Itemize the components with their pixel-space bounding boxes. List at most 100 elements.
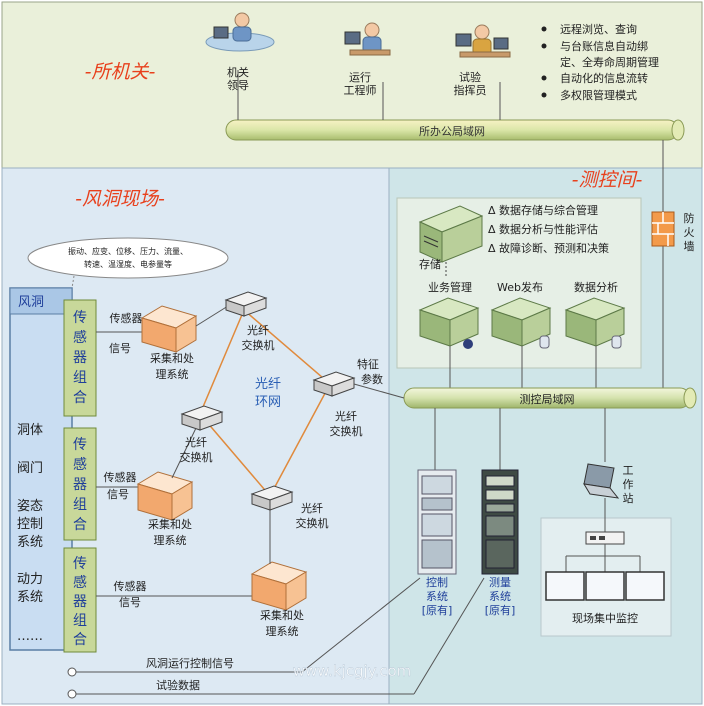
desk-icon <box>349 49 391 56</box>
switch-label: 光纤 <box>301 501 323 515</box>
fiber-switch-1: 光纤 交换机 <box>224 291 275 352</box>
person-engineer-label-1: 运行 <box>349 71 371 84</box>
acquisition-box-2: 采集和处 理系统 <box>136 471 194 547</box>
tunnel-item: …… <box>17 629 43 644</box>
tunnel-title: 风洞 <box>18 295 44 310</box>
wind-tunnel-column: 风洞 洞体 阀门 姿态 控制 系统 动力 系统 …… <box>9 287 73 651</box>
acquisition-label: 采集和处 <box>148 517 192 531</box>
person-engineer: 运行 工程师 <box>344 22 391 120</box>
switch-label: 光纤 <box>335 409 357 423</box>
measurement-rack-label-1: 测量 <box>489 576 511 589</box>
acquisition-label: 理系统 <box>154 534 187 547</box>
firewall-label: 防 <box>684 211 695 225</box>
database-icon <box>539 335 550 349</box>
office-lan-pipe: 所办公局域网 <box>225 119 685 141</box>
institute-title: -所机关- <box>85 61 156 83</box>
sensor-group-char: 器 <box>73 477 87 493</box>
sensor-group-3: 传 感 器 组 合 <box>63 547 97 653</box>
screen-icon <box>545 571 585 601</box>
workstation: 工 作 站 <box>583 463 634 505</box>
control-rack-label-1: 控制 <box>426 575 448 589</box>
sensor-group-char: 合 <box>73 632 87 648</box>
measurement-system-rack: 测量 系统 [原有] <box>481 469 519 617</box>
feature-item: 多权限管理模式 <box>560 88 637 102</box>
monitor-screens <box>545 571 665 601</box>
storage-label: 存储 <box>419 257 441 271</box>
sensor-signal-label: 信号 <box>119 596 141 609</box>
acquisition-label: 理系统 <box>266 625 299 638</box>
control-lan-pipe: 测控局域网 <box>403 387 697 409</box>
screen-icon <box>625 571 665 601</box>
business-server: 业务管理 <box>418 280 480 388</box>
sensor-signal-label: 传感器 <box>114 580 147 593</box>
control-system-rack: 控制 系统 [原有] <box>417 469 457 617</box>
fiber-switch-3: 光纤 交换机 <box>180 405 224 464</box>
sensor-group-2: 传 感 器 组 合 <box>63 427 97 541</box>
fiber-switch-2: 光纤 交换机 <box>312 371 363 438</box>
monitor-icon <box>455 33 472 47</box>
acquisition-label: 理系统 <box>156 368 189 381</box>
person-engineer-label-2: 工程师 <box>344 84 377 97</box>
switch-label: 交换机 <box>330 424 363 438</box>
sensor-signal-label: 传感器 <box>104 471 137 484</box>
desk-icon <box>459 51 511 58</box>
tunnel-item: 洞体 <box>17 423 43 438</box>
storage-server: 存储 <box>418 205 484 278</box>
feature-params-label: 特征 <box>357 357 379 371</box>
web-label: Web发布 <box>497 280 543 294</box>
workstation-label: 站 <box>623 491 634 505</box>
office-lan-label: 所办公局域网 <box>419 125 485 138</box>
feature-list: 远程浏览、查询 与台账信息自动绑 定、全寿命周期管理 自动化的信息流转 多权限管… <box>541 22 659 102</box>
user-icon <box>463 339 473 349</box>
person-commander: 试验 指挥员 <box>454 24 511 120</box>
sensor-group-char: 传 <box>73 437 87 453</box>
switch-label: 光纤 <box>185 435 207 449</box>
person-leader-label-2: 领导 <box>227 79 249 92</box>
monitor-icon <box>493 37 509 50</box>
sensor-group-char: 合 <box>73 517 87 533</box>
sensor-group-char: 组 <box>73 613 87 629</box>
server-function: Δ 数据分析与性能评估 <box>488 222 598 236</box>
switch-label: 交换机 <box>296 516 329 530</box>
measurement-rack-tag: [原有] <box>485 603 516 617</box>
switch-label: 交换机 <box>242 338 275 352</box>
feature-item: 远程浏览、查询 <box>560 22 637 36</box>
feature-item: 自动化的信息流转 <box>560 71 648 85</box>
server-function: Δ 故障诊断、预测和决策 <box>488 241 609 255</box>
test-data-label: 试验数据 <box>156 678 200 692</box>
web-server: Web发布 <box>490 280 552 388</box>
screen-icon <box>585 571 625 601</box>
monitoring-hub <box>585 531 625 545</box>
sensor-group-char: 感 <box>73 329 87 346</box>
monitoring-label: 现场集中监控 <box>572 611 638 625</box>
workstation-label: 作 <box>623 478 634 491</box>
feature-item: 与台账信息自动绑 <box>560 39 648 53</box>
person-commander-label-1: 试验 <box>459 70 481 84</box>
watermark: www.kjcgjy.com <box>293 662 412 680</box>
acquisition-label: 采集和处 <box>260 608 304 622</box>
sensor-signal-label: 信号 <box>107 488 129 501</box>
analysis-server: 数据分析 <box>564 280 626 388</box>
server-function: Δ 数据存储与综合管理 <box>488 203 598 217</box>
control-lan-label: 测控局域网 <box>520 392 575 406</box>
acquisition-box-1: 采集和处 理系统 <box>140 305 198 381</box>
sensor-group-char: 组 <box>73 370 87 386</box>
acquisition-box-3: 采集和处 理系统 <box>250 561 308 638</box>
feature-params-label: 参数 <box>361 372 383 386</box>
tunnel-item: 姿态 <box>17 498 43 514</box>
switch-label: 交换机 <box>180 450 213 464</box>
tunnel-item: 控制 <box>17 517 43 532</box>
fiber-ring-label: 光纤 <box>255 377 281 392</box>
business-label: 业务管理 <box>428 280 472 294</box>
tunnel-item: 动力 <box>17 572 43 587</box>
sensor-group-1: 传 感 器 组 合 <box>63 299 97 417</box>
sensor-group-char: 传 <box>73 310 87 326</box>
tunnel-item: 系统 <box>17 535 43 550</box>
firewall-label: 火 <box>684 226 695 239</box>
control-rack-label-2: 系统 <box>426 590 448 603</box>
firewall: 防 火 墙 <box>651 140 695 388</box>
sensor-signal-label: 信号 <box>109 342 131 355</box>
switch-label: 光纤 <box>247 323 269 337</box>
sensor-group-char: 器 <box>73 350 87 366</box>
